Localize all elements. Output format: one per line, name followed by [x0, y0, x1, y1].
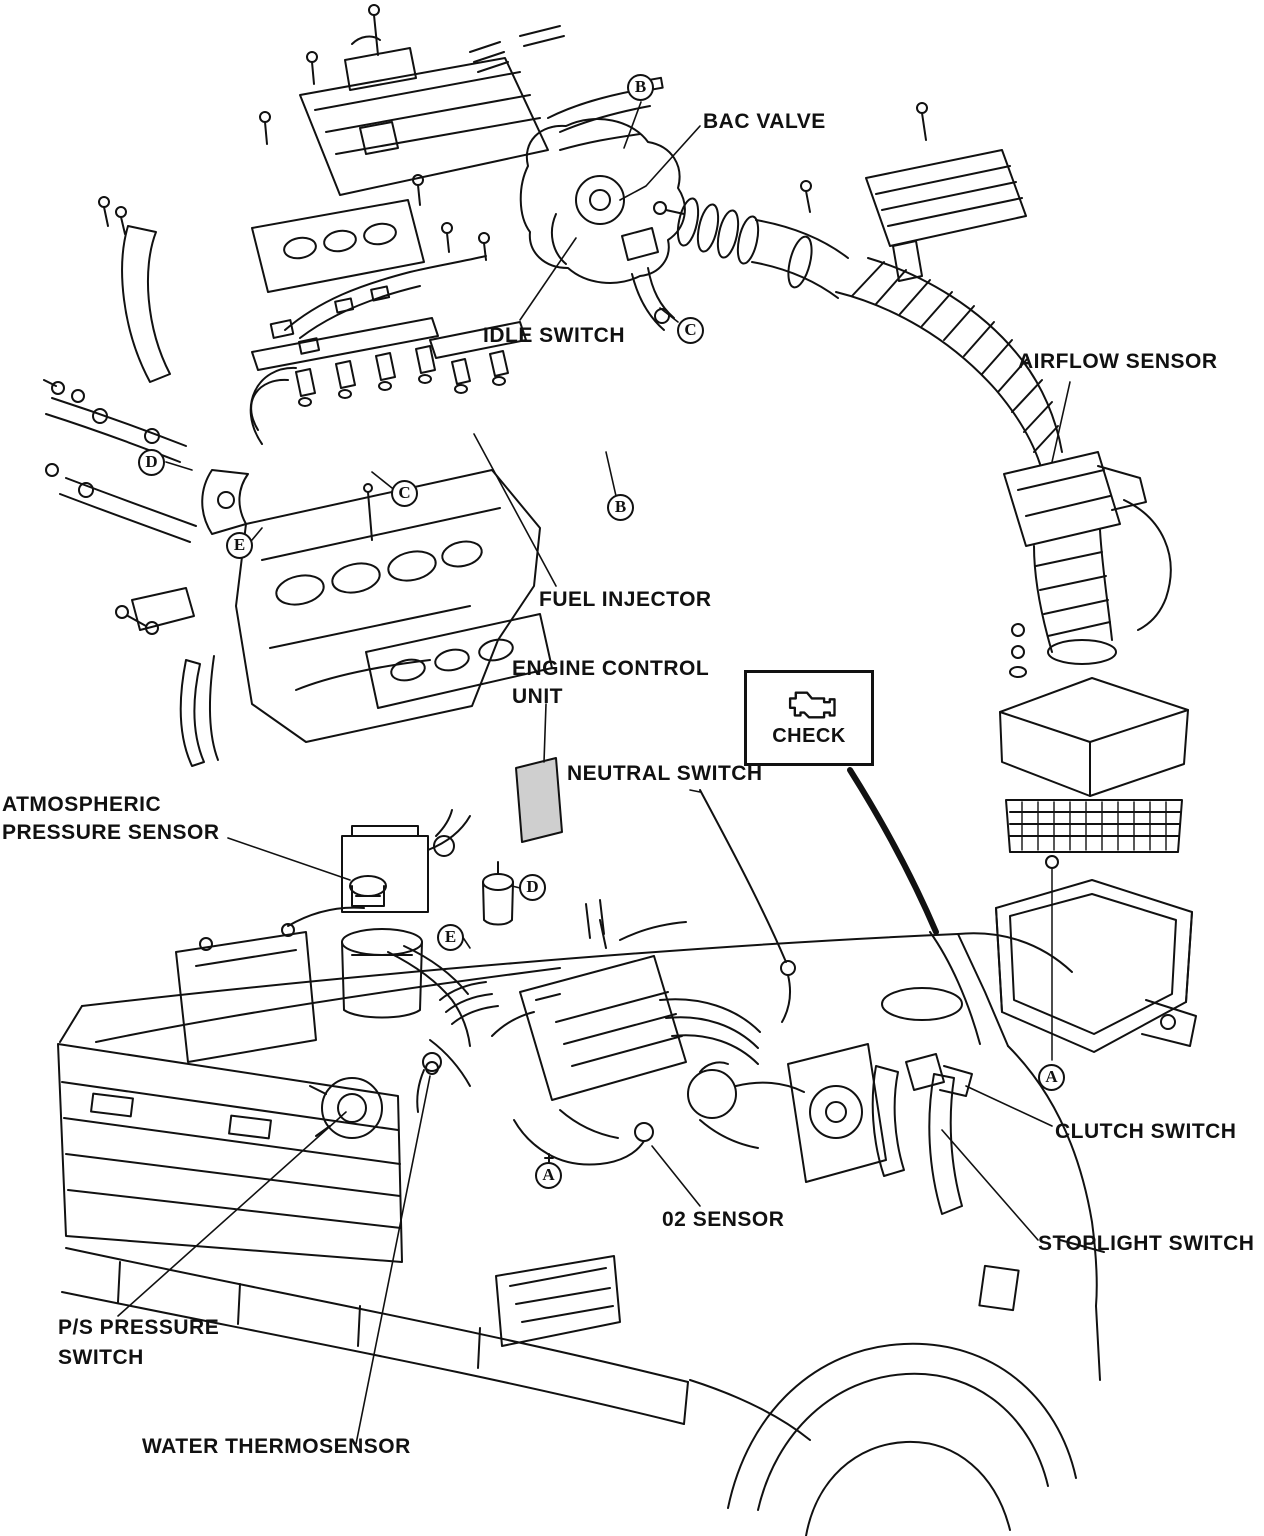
label-airflow-sensor: AIRFLOW SENSOR: [1018, 350, 1218, 373]
label-atmospheric-pressure-sensor-line2: PRESSURE SENSOR: [2, 821, 220, 844]
callout-c-mid: C: [391, 480, 418, 507]
label-atmospheric-pressure-sensor-line1: ATMOSPHERIC: [2, 793, 162, 816]
label-o2-sensor: 02 SENSOR: [662, 1208, 785, 1231]
callout-d-left: D: [138, 449, 165, 476]
air-intake-system: [676, 102, 1197, 1061]
callout-b-top: B: [627, 74, 654, 101]
label-idle-switch: IDLE SWITCH: [483, 324, 625, 347]
callout-b-mid: B: [607, 494, 634, 521]
label-fuel-injector: FUEL INJECTOR: [539, 588, 712, 611]
check-engine-icon: [788, 691, 836, 719]
exploded-intake-assembly: [43, 4, 565, 767]
label-neutral-switch: NEUTRAL SWITCH: [567, 762, 763, 785]
label-ps-pressure-switch-line1: P/S PRESSURE: [58, 1316, 220, 1339]
callout-a-engine-bay: A: [535, 1162, 562, 1189]
label-engine-control-unit-line1: ENGINE CONTROL: [512, 657, 710, 680]
leader-lines: [117, 101, 1071, 1445]
check-leader-line: [847, 767, 939, 935]
engine-bay-components: [95, 789, 973, 1215]
throttle-body-bac-valve: [519, 76, 686, 331]
callout-a-air-cleaner: A: [1038, 1064, 1065, 1091]
label-stoplight-switch: STOPLIGHT SWITCH: [1038, 1232, 1255, 1255]
engine-control-unit-part: [515, 757, 563, 843]
callout-d-engine-bay: D: [519, 874, 546, 901]
label-bac-valve: BAC VALVE: [703, 110, 826, 133]
label-clutch-switch: CLUTCH SWITCH: [1055, 1120, 1237, 1143]
check-label: CHECK: [772, 725, 846, 747]
label-engine-control-unit-line2: UNIT: [512, 685, 563, 708]
check-engine-indicator-box: CHECK: [744, 670, 874, 766]
callout-e-left: E: [226, 532, 253, 559]
label-water-thermosensor: WATER THERMOSENSOR: [142, 1435, 411, 1458]
car-body-outline: [57, 931, 1105, 1536]
callout-e-engine-bay: E: [437, 924, 464, 951]
callout-c-upper: C: [677, 317, 704, 344]
label-ps-pressure-switch-line2: SWITCH: [58, 1346, 144, 1369]
